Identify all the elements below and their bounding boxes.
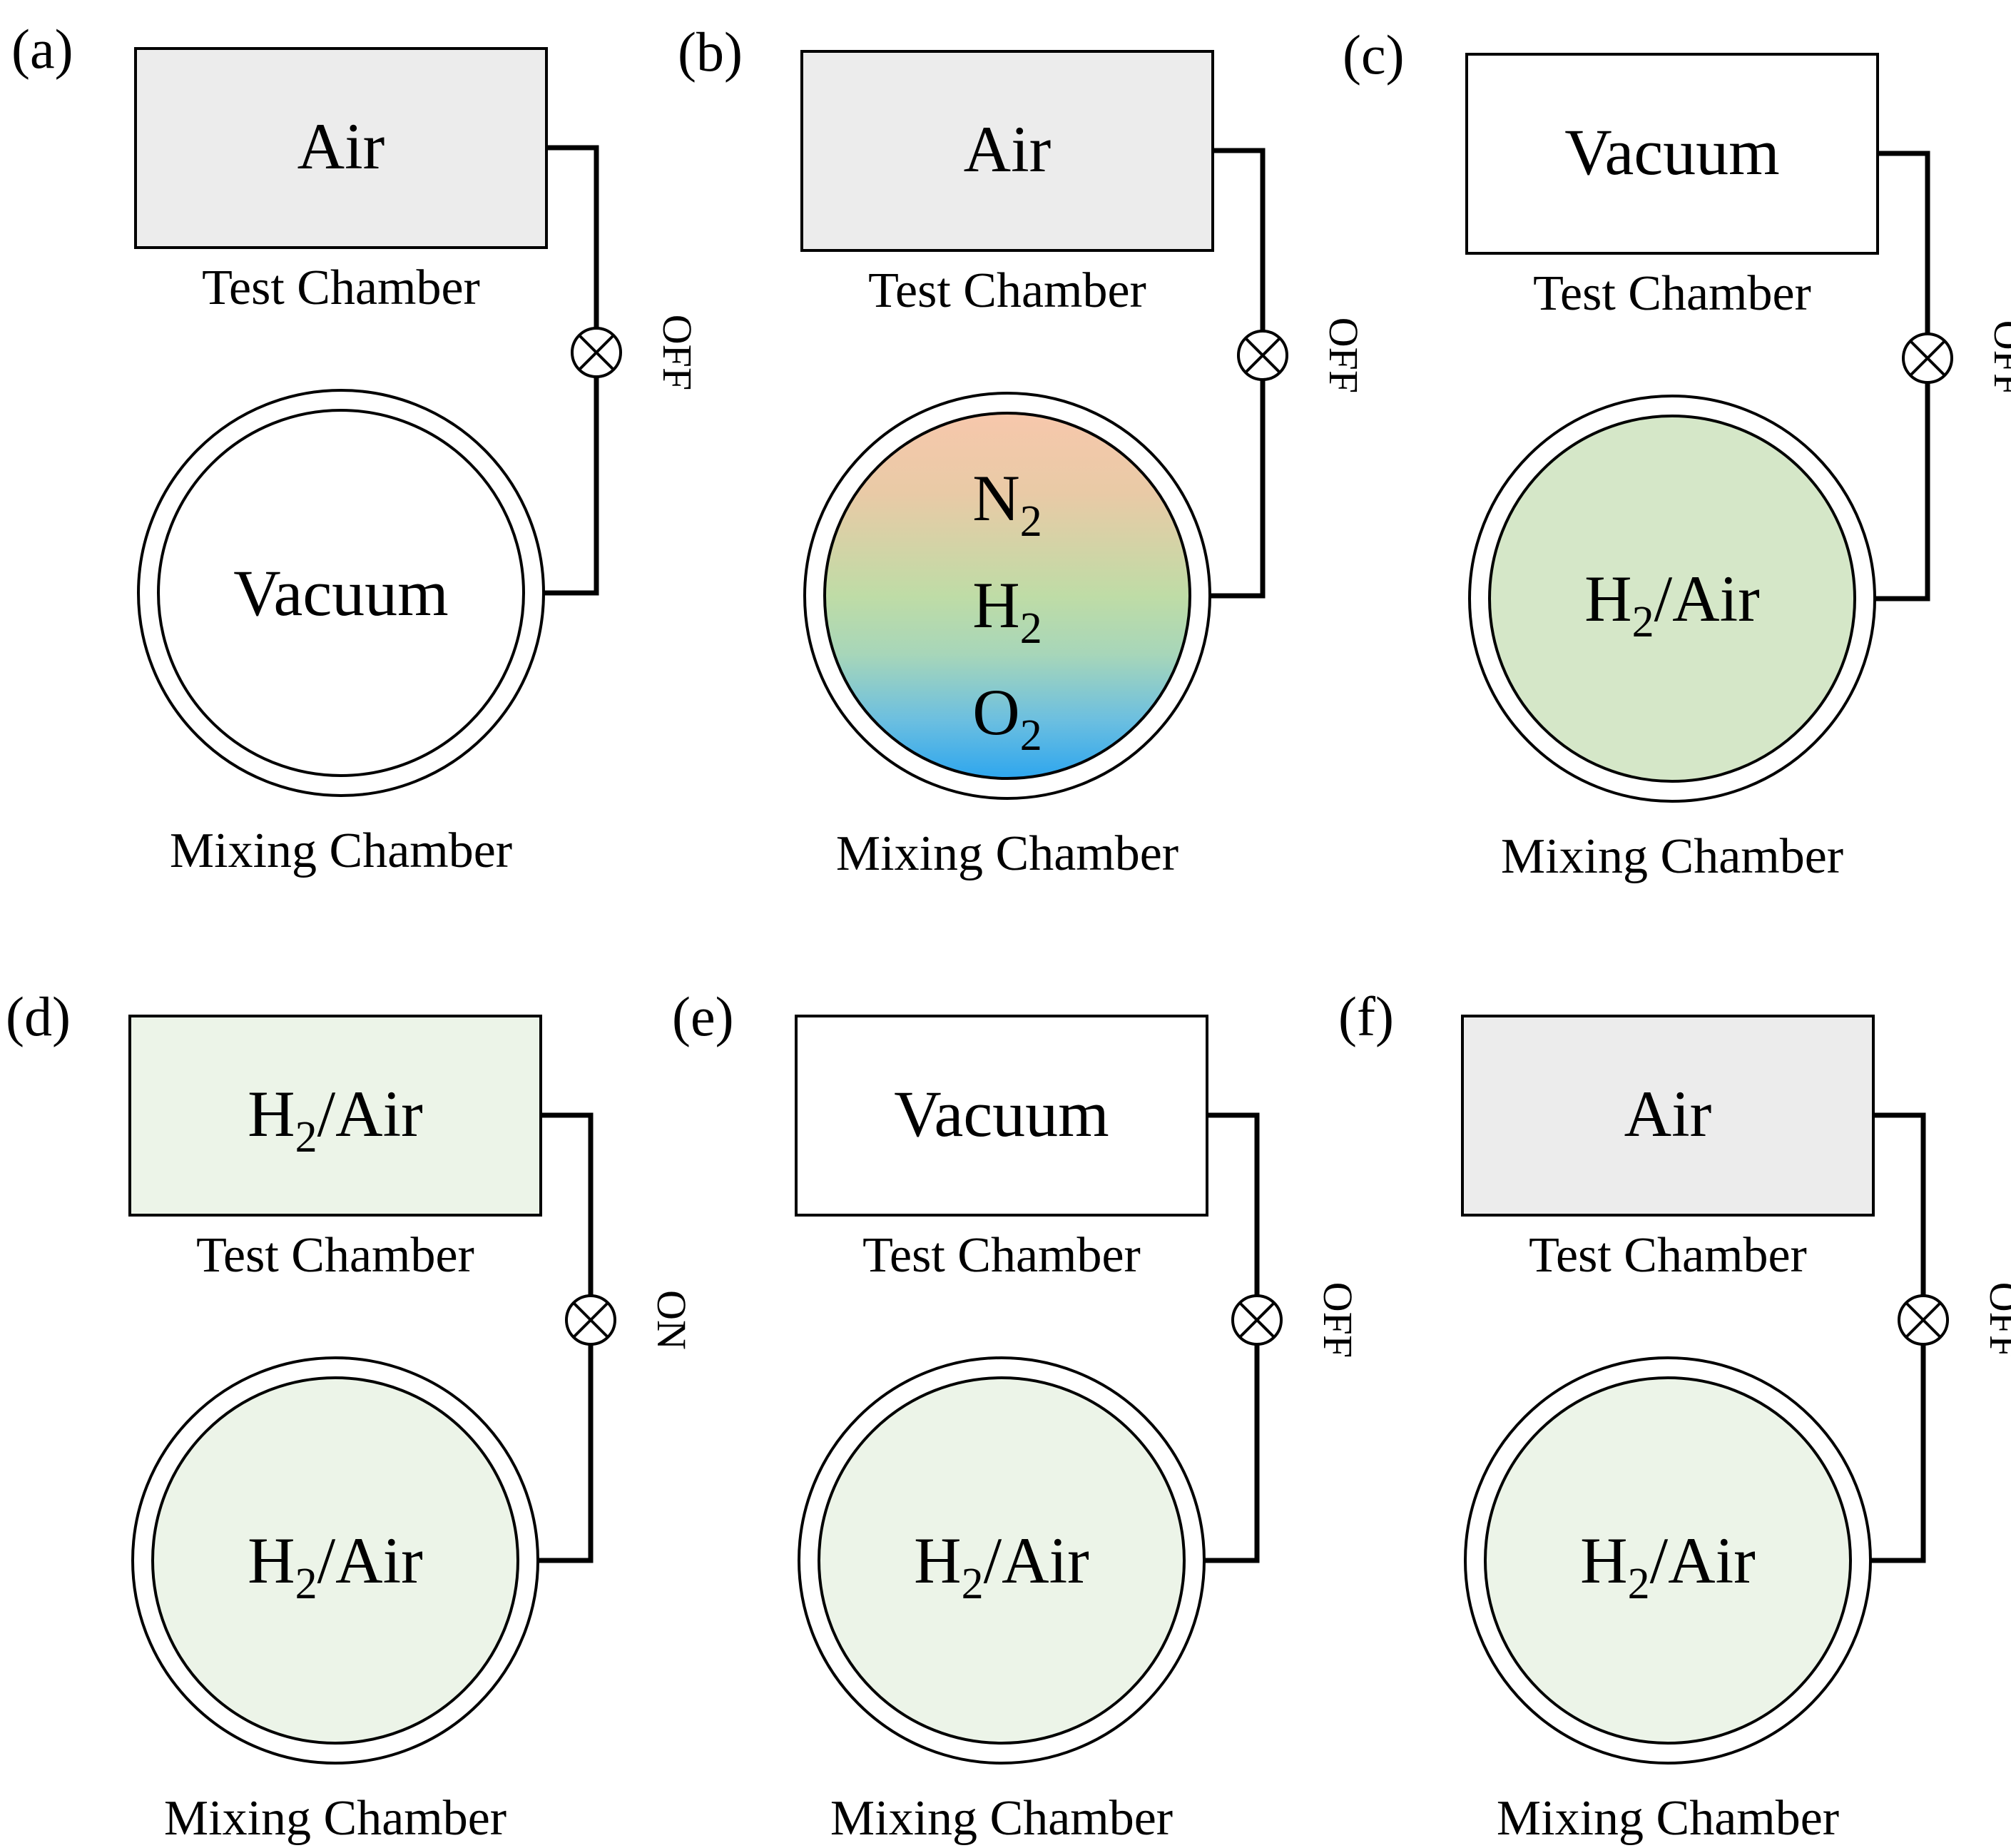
panel-label: (e) [672,985,734,1047]
valve-icon[interactable] [1237,330,1288,381]
test-chamber-box [800,50,1214,252]
mixing-chamber-caption: Mixing Chamber [164,1791,506,1846]
test-chamber-caption: Test Chamber [1529,1228,1807,1283]
test-chamber-box [134,47,548,249]
panel-label: (a) [11,18,73,80]
mixing-chamber-content: H2/Air [248,1524,423,1608]
test-chamber-box [128,1015,542,1217]
test-chamber-content: H2/Air [248,1077,423,1162]
valve-state-label: OFF [1981,1282,2011,1358]
panel-label: (d) [6,985,71,1047]
panel-label: (b) [678,21,743,83]
mixing-chamber-content: H2/Air [914,1524,1089,1608]
valve-state-label: OFF [1985,320,2011,396]
test-chamber-content: Vacuum [1564,116,1779,188]
test-chamber-box [1461,1015,1875,1217]
mixing-chamber-inner [823,412,1191,780]
mixing-chamber-caption: Mixing Chamber [836,826,1178,881]
mixing-chamber-caption: Mixing Chamber [1501,829,1843,884]
test-chamber-caption: Test Chamber [868,263,1146,318]
panel-label: (f) [1338,985,1394,1047]
test-chamber-caption: Test Chamber [196,1228,474,1283]
mixing-chamber-inner [1484,1376,1852,1745]
test-chamber-box [795,1015,1208,1217]
valve-icon[interactable] [1231,1294,1283,1346]
valve-state-label: OFF [1315,1282,1361,1358]
mixing-chamber-content: H2/Air [1584,562,1760,646]
mixing-chamber-inner [1488,415,1856,783]
mixing-chamber-inner [818,1376,1186,1745]
test-chamber-content: Air [964,113,1052,186]
valve-state-label: ON [648,1290,695,1350]
mixing-chamber-caption: Mixing Chamber [830,1791,1173,1846]
gas-layer-o2: O2 [972,676,1042,760]
mixing-chamber-inner [157,409,525,777]
gas-layer-n2: N2 [972,462,1042,546]
test-chamber-box [1465,53,1879,255]
valve-icon[interactable] [571,327,622,378]
test-chamber-caption: Test Chamber [862,1228,1141,1283]
valve-state-label: OFF [654,315,701,390]
mixing-chamber-caption: Mixing Chamber [170,823,512,878]
mixing-chamber-inner [151,1376,519,1745]
valve-icon[interactable] [1902,332,1953,384]
gas-layer-h2: H2 [972,569,1042,653]
valve-state-label: OFF [1320,318,1367,393]
test-chamber-caption: Test Chamber [1533,266,1811,321]
test-chamber-content: Air [297,110,385,183]
mixing-chamber-content: H2/Air [1580,1524,1756,1608]
test-chamber-content: Air [1624,1077,1712,1150]
mixing-chamber-content: Vacuum [233,557,448,629]
test-chamber-caption: Test Chamber [202,260,480,315]
valve-icon[interactable] [1898,1294,1949,1346]
test-chamber-content: Vacuum [894,1077,1109,1150]
valve-icon[interactable] [565,1294,616,1346]
mixing-chamber-caption: Mixing Chamber [1497,1791,1839,1846]
panel-label: (c) [1343,24,1405,86]
